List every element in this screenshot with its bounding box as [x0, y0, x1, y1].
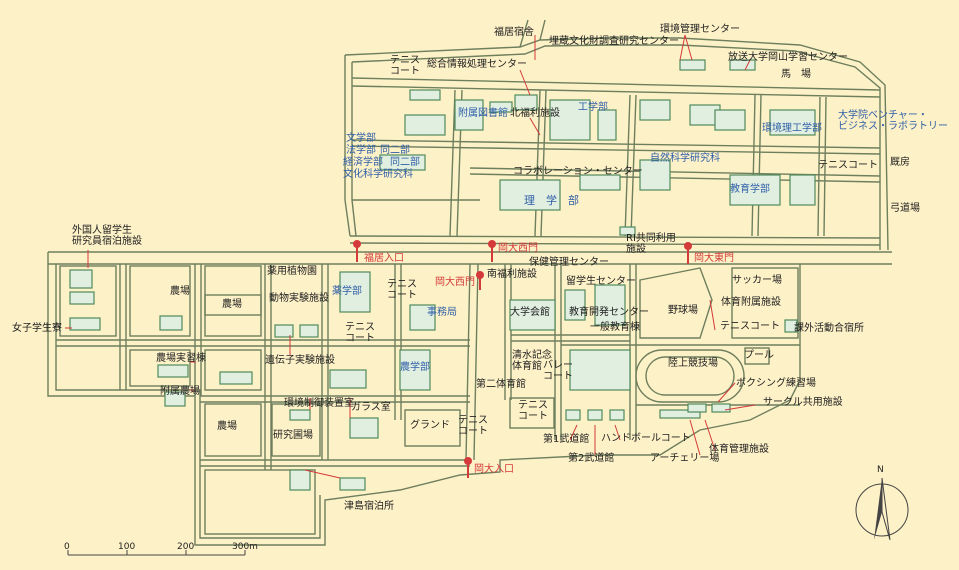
label-humanities[interactable]: 文化科学研究科 — [343, 169, 413, 180]
label-baseball: 野球場 — [668, 305, 698, 316]
label-volleyball: バレーコート — [543, 360, 573, 382]
label-greenhouse: ガラス室 — [351, 402, 391, 413]
label-letters[interactable]: 文学部 — [346, 133, 376, 144]
label-boxing: ボクシング練習場 — [736, 378, 816, 389]
label-engineering[interactable]: 工学部 — [578, 102, 608, 113]
label-tennis-court-f: テニスコート — [458, 415, 488, 437]
label-phys-ed-mgmt: 体育管理施設 — [709, 444, 769, 455]
label-farm-c: 農場 — [217, 421, 237, 432]
label-gate-okadai-west-2[interactable]: 岡大西門 — [435, 277, 475, 288]
label-tennis-court-a: テニスコート — [390, 55, 420, 77]
label-dojo-2: 第2武道館 — [568, 453, 615, 464]
label-natural-science[interactable]: 自然科学研究科 — [650, 153, 720, 164]
label-north-welfare: 北福利施設 — [510, 108, 560, 119]
label-stable: 厩房 — [890, 157, 910, 168]
label-animal-lab: 動物実験施設 — [269, 293, 329, 304]
north-arrow-icon — [855, 477, 909, 541]
label-research-field: 研究圃場 — [273, 430, 313, 441]
label-info-proc: 総合情報処理センター — [427, 59, 527, 70]
label-general-edu: 一般教育棟 — [590, 322, 640, 333]
label-economics[interactable]: 経済学部 — [343, 157, 383, 168]
label-collab: コラボレーション・センター — [513, 166, 643, 177]
label-ri-center: RI共同利用施設 — [626, 233, 676, 255]
label-attached-farm: 附属農場 — [160, 386, 200, 397]
scale-tick-0: 0 — [64, 542, 70, 552]
label-gate-okadai-west[interactable]: 岡大西門 — [498, 243, 538, 254]
label-open-univ: 放送大学岡山学習センター — [728, 52, 848, 63]
label-track-field: 陸上競技場 — [668, 358, 718, 369]
label-horse-field: 馬 場 — [781, 69, 811, 80]
label-pharmacy[interactable]: 薬学部 — [332, 286, 362, 297]
label-ground: グランド — [410, 420, 450, 431]
label-intl-student: 外国人留学生研究員宿泊施設 — [72, 225, 142, 247]
label-agriculture[interactable]: 農学部 — [400, 362, 430, 373]
label-south-welfare: 南福利施設 — [487, 269, 537, 280]
label-tennis-court-c: テニスコート — [387, 279, 417, 301]
label-library[interactable]: 附属図書館 — [458, 108, 508, 119]
gate-markers — [353, 240, 692, 478]
label-second-gym: 第二体育館 — [476, 379, 526, 390]
gate-fukui-entrance-pin[interactable] — [353, 240, 361, 262]
label-extracurricular: 課外活動合宿所 — [794, 323, 864, 334]
label-farm-b: 農場 — [222, 299, 242, 310]
label-farm-a: 農場 — [170, 286, 190, 297]
label-pool: プール — [744, 350, 774, 361]
gate-okadai-west-2-pin[interactable] — [476, 271, 484, 290]
label-economics-second[interactable]: 同二部 — [390, 157, 420, 168]
label-phys-ed-facility: 体育附属施設 — [721, 297, 781, 308]
gate-okadai-entrance-pin[interactable] — [464, 457, 472, 478]
label-tennis-court-e: テニスコート — [345, 322, 375, 344]
label-univ-hall: 大学会館 — [510, 307, 550, 318]
label-env-science[interactable]: 環境理工学部 — [762, 123, 822, 134]
label-farm-training: 農場実習棟 — [156, 353, 206, 364]
label-venture[interactable]: 大学院ベンチャー・ビジネス・ラボラトリー — [838, 110, 948, 132]
label-soccer: サッカー場 — [732, 275, 782, 286]
scale-tick-100: 100 — [118, 542, 136, 552]
scale-tick-200: 200 — [177, 542, 195, 552]
label-tennis-court-b: テニスコート — [818, 160, 878, 171]
label-dojo-1: 第1武道館 — [543, 434, 590, 445]
scale-bar — [67, 550, 246, 556]
label-science[interactable]: 理 学 部 — [524, 194, 579, 207]
label-tsushima-lodge: 津島宿泊所 — [344, 501, 394, 512]
label-law-second[interactable]: 同二部 — [380, 145, 410, 156]
label-env-control: 環境制御装置室 — [284, 398, 354, 409]
label-health-center: 保健管理センター — [529, 257, 609, 268]
gate-okadai-west-pin[interactable] — [488, 240, 496, 262]
label-edu-dev: 教育開発センター — [569, 307, 649, 318]
label-tennis-court-d: テニスコート — [720, 321, 780, 332]
label-buried-culture: 埋蔵文化財調査研究センター — [549, 36, 679, 47]
label-archery-range: アーチェリー場 — [650, 453, 720, 464]
pointer-lines — [65, 34, 756, 479]
label-gate-okadai-entrance[interactable]: 岡大入口 — [474, 464, 514, 475]
road-network — [47, 19, 892, 546]
label-gate-fukui-entrance[interactable]: 福居入口 — [364, 253, 404, 264]
label-education[interactable]: 教育学部 — [730, 184, 770, 195]
gate-okadai-east-pin[interactable] — [684, 242, 692, 264]
label-women-dorm: 女子学生寮 — [12, 323, 62, 334]
label-intl-center: 留学生センター — [566, 276, 636, 287]
label-circle-facility: サークル共用施設 — [763, 397, 843, 408]
label-fukui-dorm: 福居宿舎 — [494, 27, 534, 38]
label-admin-office[interactable]: 事務局 — [427, 307, 457, 318]
north-label: N — [877, 465, 884, 475]
label-shimizu-gym: 清水記念体育館 — [512, 350, 552, 372]
label-handball: ハンドボールコート — [601, 433, 691, 444]
label-tennis-court-g: テニスコート — [518, 400, 548, 422]
label-archery-hall: 弓道場 — [890, 203, 920, 214]
label-medicinal-garden: 薬用植物園 — [267, 266, 317, 277]
scale-tick-300: 300m — [232, 542, 258, 552]
label-env-mgmt: 環境管理センター — [660, 24, 740, 35]
label-law[interactable]: 法学部 — [346, 145, 376, 156]
label-gate-okadai-east[interactable]: 岡大東門 — [694, 253, 734, 264]
buildings — [69, 59, 816, 491]
label-gene-lab: 遺伝子実験施設 — [265, 355, 335, 366]
